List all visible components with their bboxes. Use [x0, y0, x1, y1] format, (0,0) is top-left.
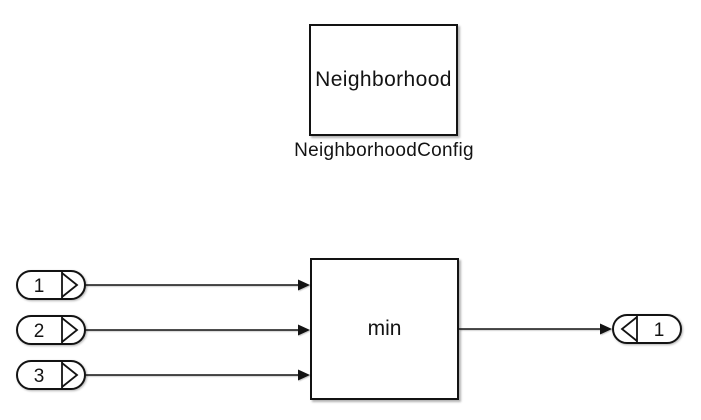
inport-3-number: 3: [34, 366, 45, 387]
inport-2[interactable]: 2: [16, 315, 86, 345]
inport-3[interactable]: 3: [16, 360, 86, 390]
chevron-right-icon: [61, 362, 79, 388]
inport-1[interactable]: 1: [16, 270, 86, 300]
neighborhood-config-block[interactable]: Neighborhood: [309, 24, 458, 136]
chevron-right-icon: [61, 317, 79, 343]
outport-1-number: 1: [654, 320, 665, 341]
inport-3-capsule: [16, 360, 86, 390]
arrowhead-icon: [298, 324, 310, 336]
chevron-left-icon: [620, 316, 638, 342]
inport-2-number: 2: [34, 321, 45, 342]
arrowhead-icon: [298, 369, 310, 381]
arrowhead-icon: [298, 279, 310, 291]
signal-line-out[interactable]: [459, 323, 612, 335]
neighborhood-config-caption: NeighborhoodConfig: [294, 140, 474, 161]
outport-1[interactable]: 1: [612, 314, 682, 344]
arrowhead-icon: [600, 323, 612, 335]
inport-2-capsule: [16, 315, 86, 345]
signal-line-in1[interactable]: [85, 279, 310, 291]
inport-1-number: 1: [34, 276, 45, 297]
signal-line-in2[interactable]: [85, 324, 310, 336]
min-block-text: min: [367, 317, 402, 340]
signal-line-in3[interactable]: [85, 369, 310, 381]
min-block[interactable]: min: [310, 258, 459, 400]
chevron-right-icon: [61, 272, 79, 298]
neighborhood-block-text: Neighborhood: [315, 68, 452, 91]
inport-1-capsule: [16, 270, 86, 300]
